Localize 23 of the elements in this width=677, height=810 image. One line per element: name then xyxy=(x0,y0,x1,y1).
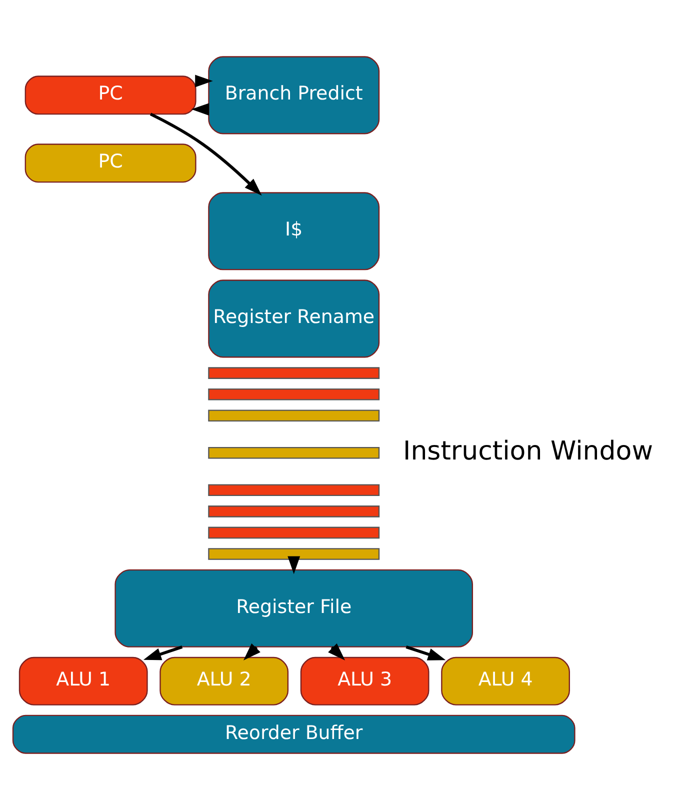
arrow xyxy=(328,643,346,660)
arrow xyxy=(288,556,300,574)
node-box: Register File xyxy=(114,569,474,648)
node-bar xyxy=(208,367,380,379)
node-box: ALU 4 xyxy=(441,656,570,706)
node-bar xyxy=(208,388,380,400)
node-box: I$ xyxy=(208,192,380,270)
node-bar xyxy=(208,506,380,518)
node-box: ALU 1 xyxy=(18,656,148,706)
node-bar xyxy=(208,484,380,496)
node-bar xyxy=(208,446,380,459)
arrow xyxy=(406,646,446,660)
node-box: ALU 3 xyxy=(300,656,430,706)
node-box: PC xyxy=(24,144,196,183)
node-box: Register Rename xyxy=(208,280,380,358)
arrow xyxy=(143,646,183,660)
node-box: Reorder Buffer xyxy=(12,714,576,754)
label: Instruction Window xyxy=(403,436,653,467)
node-bar xyxy=(208,526,380,539)
node-bar xyxy=(208,410,380,422)
node-box: ALU 2 xyxy=(160,656,289,706)
arrow xyxy=(150,112,262,196)
arrow xyxy=(243,643,260,660)
